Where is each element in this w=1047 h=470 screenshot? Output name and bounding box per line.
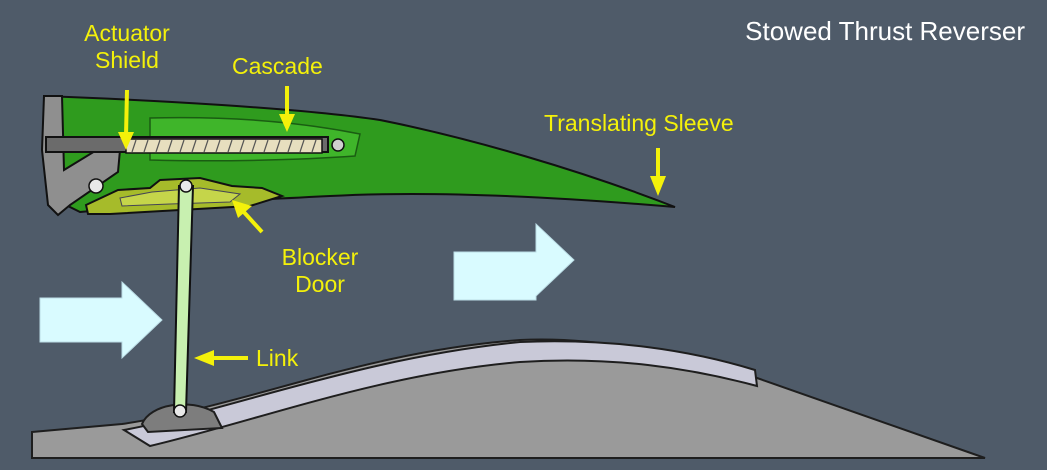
label-blocker-door-line1: Blocker xyxy=(281,244,359,270)
diagram-title: Stowed Thrust Reverser xyxy=(745,16,1025,46)
label-actuator-shield-line2: Shield xyxy=(95,47,159,73)
actuator-end-fitting xyxy=(331,138,345,152)
cascade-vanes xyxy=(125,138,323,154)
hinge-point xyxy=(88,178,104,194)
link-lower-pin xyxy=(173,404,187,418)
core-fairing xyxy=(121,340,759,448)
fan-flow-arrow-right xyxy=(453,222,575,301)
fan-flow-arrow-left xyxy=(39,280,163,360)
drag-link xyxy=(172,185,195,413)
label-actuator-shield-line1: Actuator xyxy=(84,20,170,46)
label-blocker-door: Blocker Door xyxy=(270,244,370,298)
label-cascade: Cascade xyxy=(232,53,323,79)
label-actuator-shield: Actuator Shield xyxy=(72,20,182,74)
cascade-vane-lines xyxy=(131,139,317,153)
callout-pointers xyxy=(118,86,666,366)
label-blocker-door-line2: Door xyxy=(295,271,345,297)
label-translating-sleeve: Translating Sleeve xyxy=(544,110,734,136)
label-link: Link xyxy=(256,345,299,371)
link-upper-pin xyxy=(179,179,193,193)
